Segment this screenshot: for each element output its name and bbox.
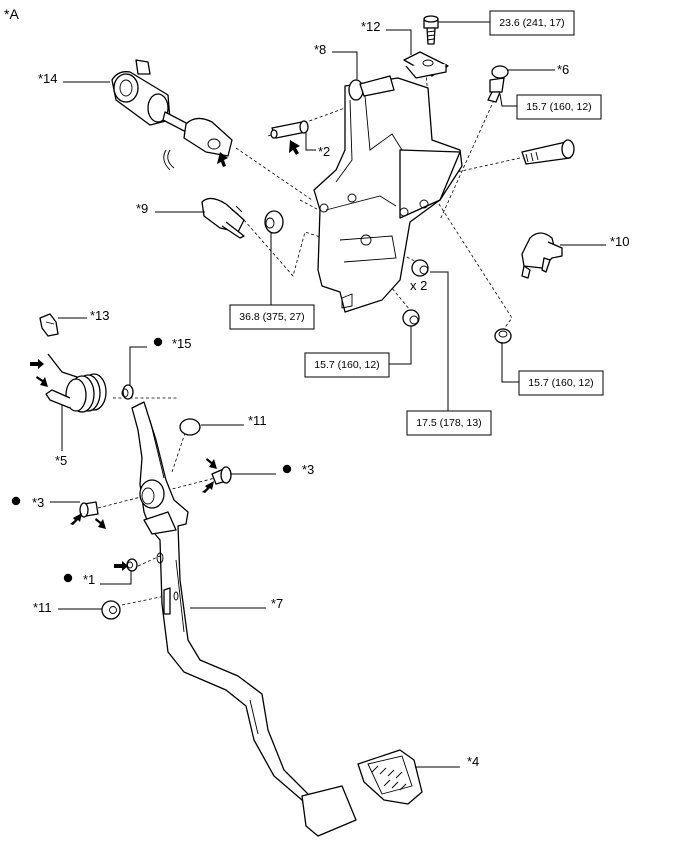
- return-spring-part: [45, 353, 107, 413]
- torque-value-nut-x2: 17.5 (178, 13): [416, 417, 481, 429]
- pedal-arm-part: [131, 401, 331, 813]
- torque-value-bolt-6: 15.7 (160, 12): [526, 101, 591, 113]
- torque-box: [516, 94, 602, 120]
- bolt-12-part: [423, 15, 439, 45]
- arrow-icon: [206, 458, 217, 469]
- clip-13-part: [39, 313, 59, 337]
- callout-14: *14: [38, 71, 58, 86]
- arrow-icon: [202, 481, 214, 493]
- master-cylinder-part: [111, 59, 233, 171]
- callout-11-lower: *11: [33, 600, 52, 615]
- callout-10: *10: [610, 234, 630, 249]
- callout-4: *4: [467, 754, 479, 769]
- collar-1-part: [126, 558, 138, 572]
- leader-lines: [50, 21, 606, 768]
- view-label: *A: [4, 6, 19, 22]
- torque-value-bolt-12: 23.6 (241, 17): [499, 17, 564, 29]
- torque-value-nut-9: 36.8 (375, 27): [239, 311, 304, 323]
- bolt-6-part: [487, 65, 509, 103]
- arrow-icon: [289, 140, 300, 155]
- pedal-bracket-part: [313, 75, 463, 313]
- grease-point-icon: [11, 496, 21, 506]
- callout-1: *1: [83, 572, 95, 587]
- clevis-pin-part: [270, 120, 309, 139]
- arrow-icon: [95, 518, 106, 529]
- callout-5: *5: [55, 453, 67, 468]
- grease-point-icon: [153, 337, 163, 347]
- torque-value-nut-lower: 15.7 (160, 12): [314, 359, 379, 371]
- callout-12: *12: [361, 19, 381, 34]
- arrow-icon: [70, 513, 82, 525]
- grease-point-icon: [63, 573, 73, 583]
- bushing-3-left-part: [79, 501, 99, 518]
- callout-2: *2: [318, 144, 330, 159]
- pivot-bolt-part: [521, 139, 575, 165]
- callout-6: *6: [557, 62, 569, 77]
- quantity-note: x 2: [410, 278, 427, 293]
- switch-10-part: [521, 232, 563, 279]
- torque-box: [406, 410, 492, 436]
- arrow-icon: [217, 152, 228, 167]
- callout-3-left: *3: [32, 495, 44, 510]
- nut-right-part: [494, 328, 512, 344]
- bushing-3-right-part: [211, 466, 232, 485]
- torque-box: [229, 304, 315, 330]
- torque-box: [489, 10, 575, 36]
- switch-9-part: [201, 197, 245, 239]
- arrow-icon: [36, 376, 48, 387]
- callout-7: *7: [271, 596, 283, 611]
- callout-8: *8: [314, 42, 326, 57]
- pedal-end-part: [301, 785, 357, 837]
- callout-11-upper: *11: [248, 413, 267, 428]
- nut-36-part: [264, 210, 284, 234]
- nut-lower-part: [402, 309, 420, 327]
- apply-direction-arrows: [30, 140, 300, 571]
- pedal-pad-4-part: [357, 749, 423, 805]
- callout-9: *9: [136, 201, 148, 216]
- clip-nut-part: [403, 51, 449, 79]
- callout-3-right: *3: [302, 462, 314, 477]
- torque-box: [518, 370, 604, 396]
- bushing-15-part: [121, 384, 134, 400]
- arrow-icon: [30, 359, 44, 369]
- arrow-icon: [114, 561, 128, 571]
- torque-value-nut-right: 15.7 (160, 12): [528, 377, 593, 389]
- callout-13: *13: [90, 308, 110, 323]
- torque-box: [304, 352, 390, 378]
- cushion-11-upper-part: [179, 418, 201, 436]
- callout-15: *15: [172, 336, 192, 351]
- nut-x2-part: [411, 259, 429, 277]
- cushion-11-lower-part: [101, 600, 121, 620]
- grease-point-icon: [282, 464, 292, 474]
